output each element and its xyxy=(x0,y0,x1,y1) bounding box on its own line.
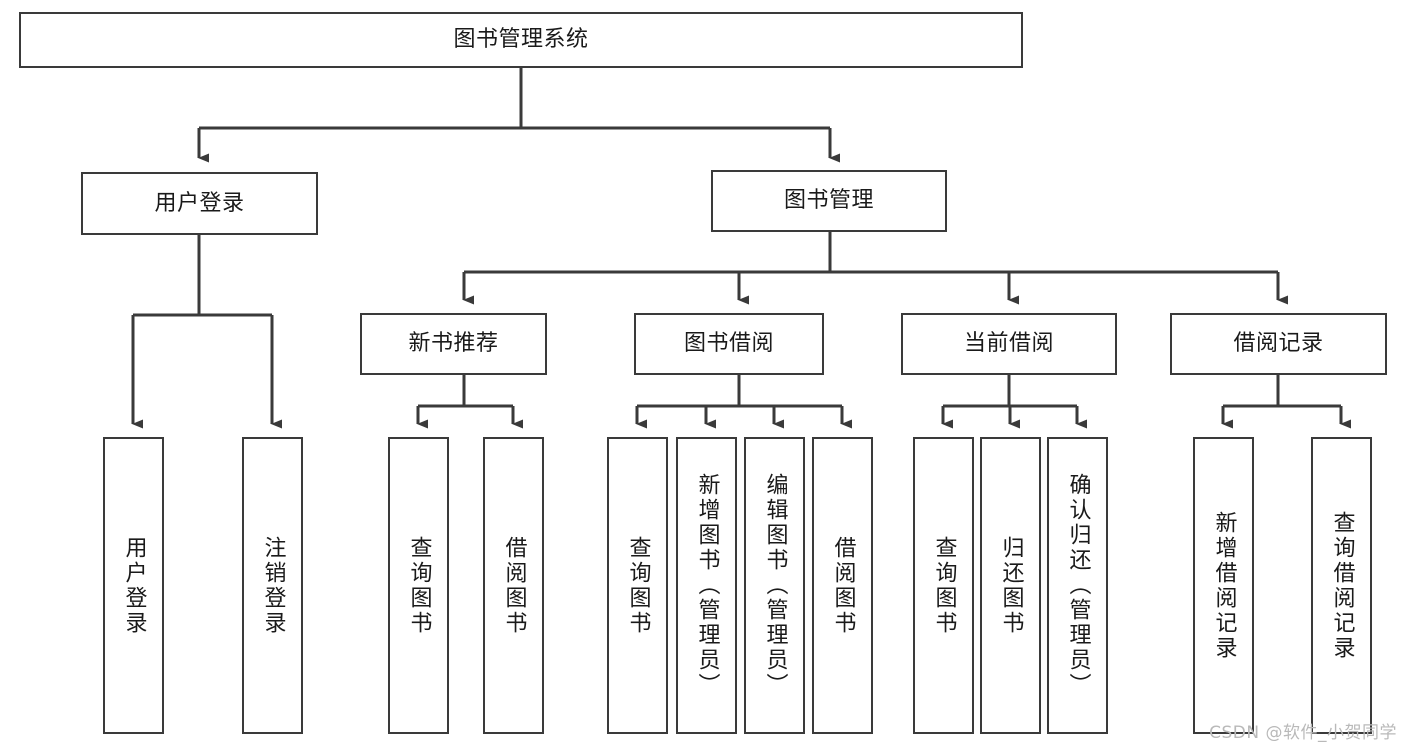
leaf-borrow-book-1-label: 借阅图书 xyxy=(501,535,527,636)
node-new-book-recommend-label: 新书推荐 xyxy=(408,331,499,357)
node-current-borrow[interactable]: 当前借阅 xyxy=(901,313,1117,375)
leaf-borrow-book-2[interactable]: 借阅图书 xyxy=(812,437,873,734)
leaf-confirm-return-label: 确认归还（管理员） xyxy=(1065,473,1091,698)
node-book-management-label: 图书管理 xyxy=(783,188,874,214)
node-book-borrow[interactable]: 图书借阅 xyxy=(634,313,824,375)
leaf-add-book[interactable]: 新增图书（管理员） xyxy=(676,437,737,734)
leaf-edit-book-label: 编辑图书（管理员） xyxy=(762,473,788,698)
node-current-borrow-label: 当前借阅 xyxy=(963,331,1054,357)
node-borrow-record[interactable]: 借阅记录 xyxy=(1170,313,1387,375)
leaf-add-borrow-record-label: 新增借阅记录 xyxy=(1211,510,1237,661)
leaf-query-book-2-label: 查询图书 xyxy=(625,535,651,636)
leaf-borrow-book-1[interactable]: 借阅图书 xyxy=(483,437,544,734)
leaf-query-borrow-record[interactable]: 查询借阅记录 xyxy=(1311,437,1372,734)
leaf-query-book-2[interactable]: 查询图书 xyxy=(607,437,668,734)
node-user-login[interactable]: 用户登录 xyxy=(81,172,318,235)
node-book-management[interactable]: 图书管理 xyxy=(711,170,947,232)
node-book-borrow-label: 图书借阅 xyxy=(683,331,774,357)
leaf-query-book-1[interactable]: 查询图书 xyxy=(388,437,449,734)
leaf-query-borrow-record-label: 查询借阅记录 xyxy=(1329,510,1355,661)
leaf-confirm-return[interactable]: 确认归还（管理员） xyxy=(1047,437,1108,734)
leaf-user-login-label: 用户登录 xyxy=(121,535,147,636)
node-user-login-label: 用户登录 xyxy=(154,190,245,216)
leaf-add-book-label: 新增图书（管理员） xyxy=(694,473,720,698)
node-root[interactable]: 图书管理系统 xyxy=(19,12,1023,68)
leaf-user-login[interactable]: 用户登录 xyxy=(103,437,164,734)
leaf-return-book[interactable]: 归还图书 xyxy=(980,437,1041,734)
node-new-book-recommend[interactable]: 新书推荐 xyxy=(360,313,547,375)
leaf-query-book-3[interactable]: 查询图书 xyxy=(913,437,974,734)
leaf-return-book-label: 归还图书 xyxy=(998,535,1024,636)
leaf-edit-book[interactable]: 编辑图书（管理员） xyxy=(744,437,805,734)
leaf-add-borrow-record[interactable]: 新增借阅记录 xyxy=(1193,437,1254,734)
leaf-query-book-1-label: 查询图书 xyxy=(406,535,432,636)
leaf-borrow-book-2-label: 借阅图书 xyxy=(830,535,856,636)
node-root-label: 图书管理系统 xyxy=(453,27,589,53)
leaf-query-book-3-label: 查询图书 xyxy=(931,535,957,636)
node-borrow-record-label: 借阅记录 xyxy=(1233,331,1324,357)
leaf-logout-login-label: 注销登录 xyxy=(260,535,286,636)
leaf-logout-login[interactable]: 注销登录 xyxy=(242,437,303,734)
